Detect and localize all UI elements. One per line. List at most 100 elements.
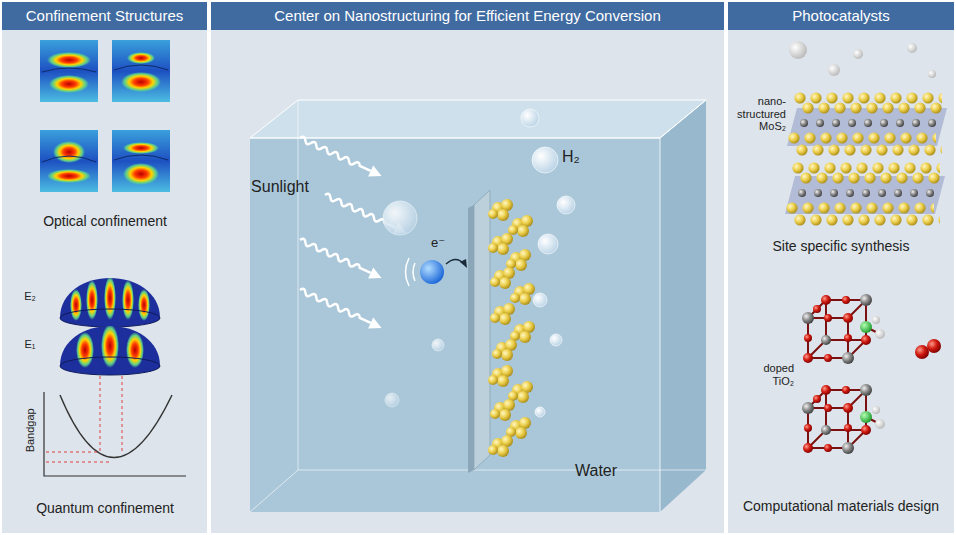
tio2-structure — [872, 406, 880, 414]
panel-heading: Photocatalysts — [728, 2, 954, 30]
hydrogen-bubble — [535, 407, 545, 417]
optical-mode-map — [127, 52, 155, 64]
mos2-layers — [794, 188, 940, 198]
quantum-dome — [126, 332, 144, 368]
mos2-layers — [828, 64, 840, 76]
bandgap-plot — [46, 452, 112, 462]
hydrogen-bubble — [385, 393, 399, 407]
hydrogen-bubble — [532, 147, 558, 173]
water-tank — [250, 100, 706, 138]
mos2-layers — [786, 132, 936, 144]
optical-mode-map — [40, 130, 98, 192]
hydrogen-bubble — [383, 109, 575, 417]
hydrogen-bubble — [557, 196, 575, 214]
mos2-layers — [784, 202, 934, 214]
water-tank — [660, 100, 706, 512]
tio2-structure — [802, 294, 872, 364]
quantum-dome — [138, 289, 150, 321]
quantum-dome — [70, 289, 82, 321]
mos2-layers — [796, 118, 942, 128]
mos2-layers — [792, 214, 940, 226]
electron — [460, 259, 467, 268]
quantum-dome — [86, 280, 98, 320]
water-tank — [250, 100, 706, 512]
section-panel: Confinement Structures — [2, 2, 207, 533]
tio2-structure — [802, 384, 872, 454]
sunlight-arrow — [299, 288, 372, 325]
bandgap-plot — [44, 376, 186, 476]
sunlight-arrow — [368, 268, 384, 284]
catalyst-cluster — [490, 303, 515, 325]
quantum-dome — [101, 324, 119, 368]
quantum-dome — [60, 276, 160, 375]
electron — [420, 260, 444, 284]
sunlight-arrow — [297, 133, 384, 182]
bandgap-plot — [100, 376, 122, 452]
catalyst-cluster — [488, 199, 535, 457]
figure-label: Quantum confinement — [5, 500, 205, 516]
hydrogen-bubble — [533, 293, 547, 307]
catalyst-cluster — [488, 435, 513, 457]
figure-label: E₂ — [18, 290, 42, 303]
bandgap-plot — [60, 395, 172, 458]
sunlight-arrow — [368, 318, 384, 334]
optical-mode-map — [47, 169, 91, 183]
water-tank — [250, 100, 706, 512]
catalyst-cluster — [492, 339, 517, 361]
figure-label: Optical confinement — [5, 213, 205, 229]
figure-label: H₂ — [562, 148, 596, 166]
mos2-layers — [784, 202, 934, 214]
mos2-layers — [796, 118, 942, 128]
optical-mode-map — [121, 72, 161, 92]
hydrogen-bubble — [538, 234, 558, 254]
optical-mode-map — [47, 52, 91, 68]
tio2-structure — [875, 419, 885, 429]
optical-mode-map — [53, 141, 85, 163]
mos2-layers — [794, 144, 942, 156]
catalyst-cluster — [488, 233, 513, 255]
mos2-layers — [794, 144, 942, 156]
tio2-structure — [802, 294, 941, 454]
catalyst-cluster — [508, 215, 533, 237]
mos2-layers — [784, 41, 947, 226]
optical-mode-map — [114, 65, 168, 70]
section-panel: Photocatalysts — [728, 2, 954, 533]
quantum-dome — [70, 276, 150, 321]
optical-mode-map — [112, 130, 170, 192]
figure-label: doped TiO₂ — [744, 362, 794, 387]
electrode-plate — [468, 190, 490, 473]
quantum-dome — [76, 324, 144, 368]
mos2-layers — [792, 214, 940, 226]
sunlight-arrow — [299, 238, 372, 275]
optical-mode-map — [112, 40, 170, 102]
catalyst-cluster — [488, 199, 513, 221]
panel-heading: Center on Nanostructuring for Efficient … — [211, 2, 724, 30]
hydrogen-bubble — [432, 339, 444, 351]
quantum-dome — [60, 357, 160, 375]
electrode-plate — [474, 190, 490, 470]
mos2-layers — [928, 70, 936, 78]
sunlight-arrow — [368, 166, 384, 182]
hydrogen-bubble — [383, 201, 417, 235]
mos2-layers — [800, 102, 946, 114]
electrode-plate — [468, 205, 474, 473]
optical-mode-map — [42, 68, 96, 72]
mos2-layers — [800, 102, 946, 114]
tio2-structure — [872, 316, 880, 324]
catalyst-cluster — [490, 267, 515, 289]
mos2-layers — [853, 49, 863, 59]
optical-mode-map — [123, 142, 159, 154]
catalyst-cluster — [490, 399, 515, 421]
quantum-dome — [104, 276, 116, 320]
optical-mode-map — [49, 75, 89, 93]
water-tank — [250, 138, 660, 512]
hydrogen-bubble — [521, 109, 539, 127]
tio2-structure — [875, 329, 885, 339]
figure-label: Bandgap — [24, 400, 37, 460]
optical-mode-map — [123, 163, 159, 185]
tio2-structure — [915, 345, 929, 359]
figure-label: nano- structured MoS₂ — [730, 95, 786, 133]
bandgap-plot — [44, 392, 186, 476]
figure-label: Sunlight — [240, 178, 320, 196]
